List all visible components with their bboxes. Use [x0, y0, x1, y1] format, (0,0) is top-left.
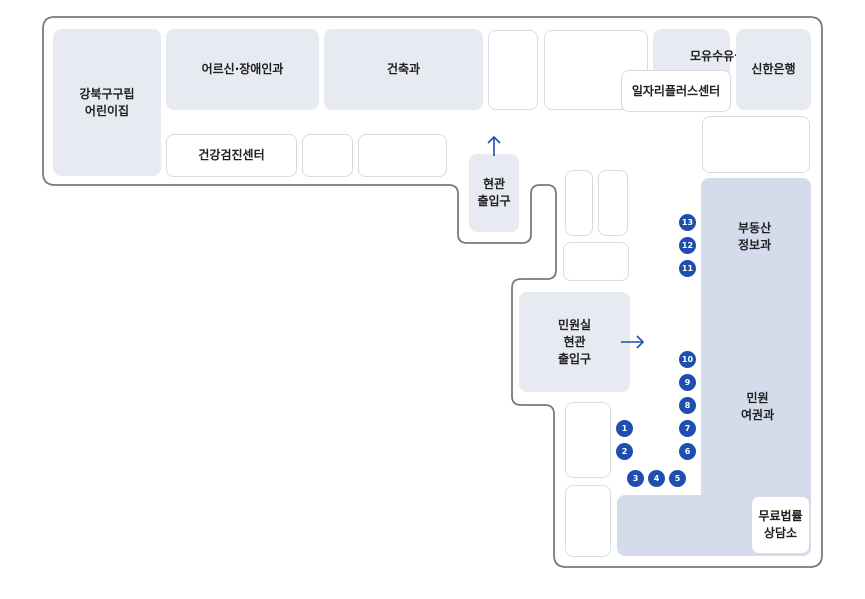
room-empty-5 [702, 116, 810, 173]
room-empty-7 [598, 170, 628, 236]
room-construction-label: 건축과 [386, 62, 421, 76]
room-real-estate-label: 부동산 정보과 [738, 221, 772, 252]
room-legal-aid[interactable]: 무료법률 상담소 [752, 497, 809, 553]
room-job-center[interactable]: 일자리플러스센터 [621, 70, 731, 112]
room-shinhan-bank[interactable]: 신한은행 [736, 29, 811, 110]
counter-marker-4: 4 [648, 470, 665, 487]
counter-marker-12: 12 [679, 237, 696, 254]
counter-marker-6: 6 [679, 443, 696, 460]
counter-marker-11: 11 [679, 260, 696, 277]
corridor-bottom [617, 495, 737, 556]
counter-marker-1: 1 [616, 420, 633, 437]
room-gangbuk-daycare[interactable]: 강북구구립 어린이집 [53, 29, 161, 176]
room-construction[interactable]: 건축과 [324, 29, 483, 110]
room-empty-1 [488, 30, 538, 110]
room-job-center-label: 일자리플러스센터 [631, 83, 721, 98]
room-empty-3 [302, 134, 353, 177]
room-legal-aid-label: 무료법률 상담소 [758, 509, 803, 540]
room-shinhan-bank-label: 신한은행 [751, 62, 796, 76]
room-senior-disabled-label: 어르신·장애인과 [201, 62, 284, 76]
room-empty-4 [358, 134, 447, 177]
arrow-up-icon [487, 135, 501, 156]
room-civil-passport-label: 민원 여권과 [741, 391, 775, 422]
room-civil-entrance-label: 민원실 현관 출입구 [557, 317, 592, 366]
room-health-center[interactable]: 건강검진센터 [166, 134, 297, 177]
room-nursing-label: 모유수유실 [690, 49, 746, 63]
counter-marker-10: 10 [679, 351, 696, 368]
room-empty-6 [565, 170, 593, 236]
room-empty-8 [563, 242, 629, 281]
counter-marker-7: 7 [679, 420, 696, 437]
room-senior-disabled[interactable]: 어르신·장애인과 [166, 29, 319, 110]
counter-marker-13: 13 [679, 214, 696, 231]
counter-marker-2: 2 [616, 443, 633, 460]
counter-marker-3: 3 [627, 470, 644, 487]
room-empty-9 [565, 402, 611, 478]
room-empty-10 [565, 485, 611, 557]
counter-marker-8: 8 [679, 397, 696, 414]
room-front-entrance-label: 현관 출입구 [477, 177, 511, 208]
counter-marker-5: 5 [669, 470, 686, 487]
room-gangbuk-daycare-label: 강북구구립 어린이집 [79, 86, 135, 118]
room-health-center-label: 건강검진센터 [198, 148, 265, 162]
room-civil-entrance[interactable]: 민원실 현관 출입구 [519, 292, 630, 392]
counter-marker-9: 9 [679, 374, 696, 391]
corridor-right [701, 178, 811, 556]
arrow-right-icon [621, 335, 645, 349]
room-front-entrance[interactable]: 현관 출입구 [469, 154, 519, 232]
